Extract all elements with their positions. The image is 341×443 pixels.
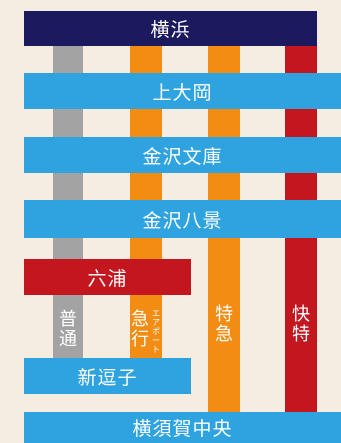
station-kamiooka: 上大岡 <box>24 73 341 109</box>
station-mutsuura: 六浦 <box>24 259 191 295</box>
local-label-char-2: 通 <box>59 329 77 350</box>
station-yokohama: 横浜 <box>24 11 317 46</box>
airport-label-char-4: ー <box>152 336 160 345</box>
rapid-limited-express-label-char-2: 特 <box>292 324 310 345</box>
airport-label-char-2: ア <box>152 318 160 327</box>
local-label: 普 通 <box>53 310 83 350</box>
express-label-char-1: 急 <box>131 309 149 330</box>
limited-express-label-char-2: 急 <box>215 324 233 345</box>
rapid-limited-express-label: 快 特 <box>285 305 317 345</box>
station-kanazawa-hakkei: 金沢八景 <box>24 200 341 238</box>
station-shinzushi: 新逗子 <box>24 358 191 394</box>
station-kanazawa-bunko: 金沢文庫 <box>24 137 341 173</box>
local-label-char-1: 普 <box>59 309 77 330</box>
airport-label-char-3: ポ <box>152 327 160 336</box>
airport-label-char-1: エ <box>152 309 160 318</box>
express-label: 急 行 <box>130 310 150 350</box>
airport-label-char-5: ト <box>152 345 160 354</box>
station-yokosuka-chuo: 横須賀中央 <box>24 412 341 443</box>
rapid-limited-express-label-char-1: 快 <box>292 304 310 325</box>
express-label-char-2: 行 <box>131 329 149 350</box>
limited-express-label-char-1: 特 <box>215 304 233 325</box>
airport-label: エ ア ポ ー ト <box>151 309 161 354</box>
limited-express-label: 特 急 <box>208 305 240 345</box>
